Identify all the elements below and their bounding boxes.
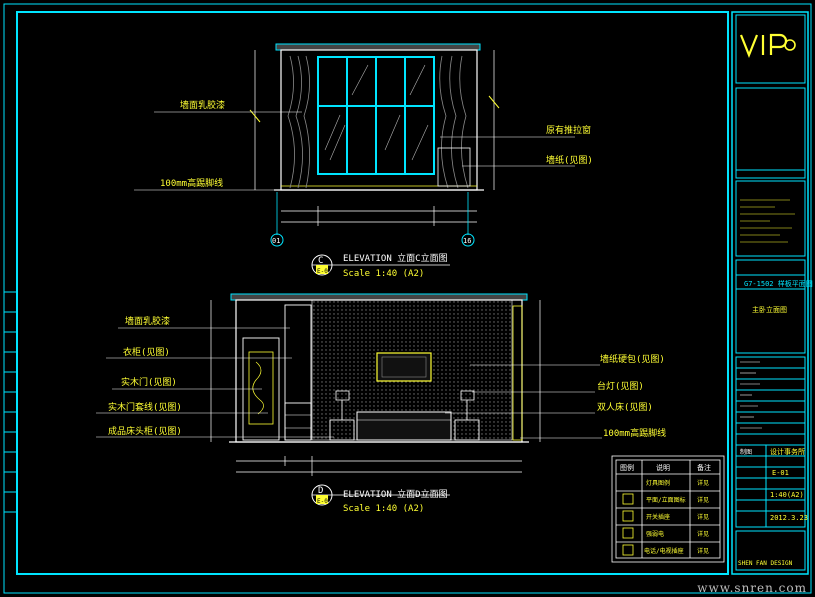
legend-row-1-desc: 灯具图例 — [646, 479, 670, 487]
titleblock-drawn-label: 制图 — [740, 448, 752, 456]
legend-row-4-desc: 强弱电 — [646, 530, 664, 538]
annot-d-right-2: 台灯(见图) — [597, 380, 644, 392]
annot-c-1: 墙面乳胶漆 — [180, 99, 225, 111]
legend-row-1-note: 详见 — [697, 479, 709, 487]
drawing-frame — [16, 11, 729, 575]
elevation-d-scale: Scale 1:40 (A2) — [343, 504, 424, 514]
titleblock-project-code: G7-1502 样板平面图 — [744, 279, 813, 288]
titleblock-company: 设计事务所 — [770, 447, 805, 456]
titleblock-project-sub: 主卧立面图 — [752, 305, 787, 314]
legend-header-note: 备注 — [697, 463, 711, 472]
marker-c-sheet: E-01 — [317, 268, 332, 275]
grid-bubble-right — [461, 233, 475, 247]
grid-bubble-left — [270, 233, 284, 247]
titleblock-scribbles — [740, 199, 795, 429]
titleblock-lines — [735, 14, 806, 571]
annot-d-left-2: 衣柜(见图) — [123, 346, 170, 358]
elevation-d — [96, 293, 602, 476]
annot-d-right-1: 墙纸硬包(见图) — [600, 353, 665, 365]
left-margin-strip — [4, 291, 17, 513]
titleblock-frame — [731, 11, 809, 575]
marker-c-letter: C — [318, 256, 323, 266]
annot-d-left-1: 墙面乳胶漆 — [125, 315, 170, 327]
legend-row-4-note: 详见 — [697, 530, 709, 538]
titleblock-scale: 1:40(A2) — [770, 491, 804, 499]
marker-d-sheet: E-01 — [317, 498, 332, 505]
marker-d-letter: D — [318, 486, 323, 496]
legend-row-2-note: 详见 — [697, 496, 709, 504]
vip-logo-icon — [739, 33, 796, 58]
annot-d-left-4: 实木门套线(见图) — [108, 401, 182, 413]
legend-table — [611, 455, 725, 563]
legend-header-desc: 说明 — [656, 463, 670, 472]
annot-c-4: 墙纸(见图) — [546, 154, 593, 166]
annot-d-left-5: 成品床头柜(见图) — [108, 425, 182, 437]
annot-d-right-4: 100mm高踢脚线 — [603, 427, 666, 439]
outer-frame — [3, 3, 812, 594]
annot-c-3: 原有推拉窗 — [546, 124, 591, 136]
elevation-d-marker — [311, 484, 450, 506]
elevation-c-title: ELEVATION 立面C立面图 — [343, 252, 448, 264]
legend-row-5-note: 详见 — [697, 547, 709, 555]
elevation-c-marker — [311, 254, 450, 276]
legend-row-5-desc: 电话/电视插座 — [644, 547, 684, 555]
titleblock-date: 2012.3.23 — [770, 514, 808, 522]
legend-row-3-note: 详见 — [697, 513, 709, 521]
legend-row-2-desc: 平面/立面图标 — [646, 496, 686, 504]
titleblock-value-a: E-01 — [772, 469, 789, 477]
titleblock-footer: SHEN FAN DESIGN — [738, 560, 793, 567]
annot-d-left-3: 实木门(见图) — [121, 376, 177, 388]
annot-d-right-3: 双人床(见图) — [597, 401, 653, 413]
legend-row-3-desc: 开关插座 — [646, 513, 670, 521]
grid-label-left: 01 — [272, 237, 280, 245]
legend-header-symbol: 图例 — [620, 463, 634, 472]
elevation-c-scale: Scale 1:40 (A2) — [343, 269, 424, 279]
annot-c-2: 100mm高踢脚线 — [160, 177, 223, 189]
grid-label-right: 16 — [463, 237, 471, 245]
elevation-c — [134, 43, 575, 235]
elevation-d-title: ELEVATION 立面D立面图 — [343, 488, 448, 500]
window-grid — [317, 56, 435, 175]
watermark: www.snren.com — [697, 581, 807, 595]
